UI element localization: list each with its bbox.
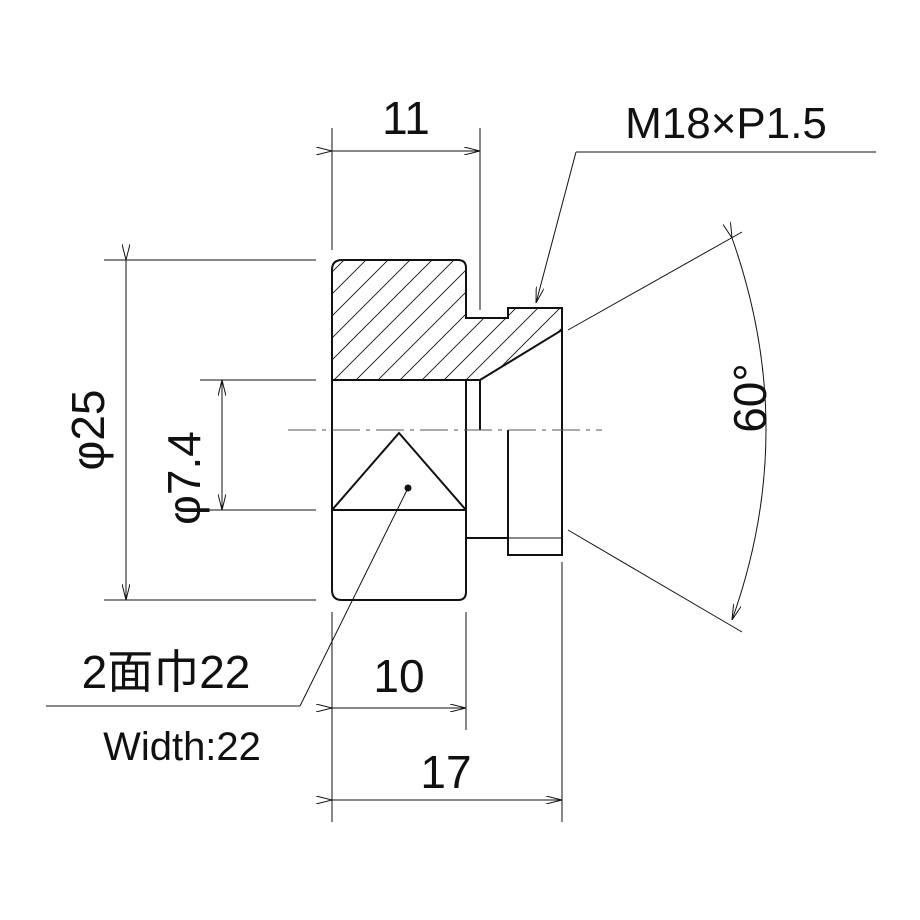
dimension-angle: 60° xyxy=(567,232,776,633)
hatch-line xyxy=(332,260,537,380)
dim-text-17: 17 xyxy=(420,746,471,798)
dimension-bore-diameter: φ7.4 xyxy=(158,379,316,525)
hatch-line xyxy=(515,260,562,380)
cone-point xyxy=(331,431,467,511)
hatch-line xyxy=(332,260,361,380)
hatch-line xyxy=(332,260,493,380)
dimension-overall-length: 17 xyxy=(332,562,563,822)
dim-text-phi7-4: φ7.4 xyxy=(158,431,210,525)
thread-outline xyxy=(507,330,563,556)
hatch-line xyxy=(339,260,562,380)
dimension-hex-width: 10 xyxy=(332,612,467,730)
dim-text-60deg: 60° xyxy=(724,363,776,433)
across-flats-en-text: Width:22 xyxy=(103,725,261,769)
hatch-line xyxy=(471,260,562,380)
hatch-line xyxy=(493,260,562,380)
hatch-line xyxy=(361,260,562,380)
dim-text-phi25: φ25 xyxy=(62,390,114,471)
dim-text-10: 10 xyxy=(373,650,424,702)
hatch-line xyxy=(383,260,562,380)
hatch-line xyxy=(332,260,405,380)
hex-body-outline xyxy=(331,380,467,601)
hatch-line xyxy=(332,260,383,380)
hatch-line xyxy=(405,260,562,380)
section-outline xyxy=(331,259,563,381)
hatch-line xyxy=(332,260,449,380)
hatch-line xyxy=(332,260,559,380)
hatch-line xyxy=(332,260,515,380)
dimension-top-width: 11 xyxy=(332,92,481,310)
part-outline xyxy=(331,259,563,601)
thread-callout: M18×P1.5 xyxy=(536,99,876,303)
thread-spec-text: M18×P1.5 xyxy=(625,99,827,148)
dimension-outer-diameter: φ25 xyxy=(62,260,316,601)
dim-text-11: 11 xyxy=(382,92,430,144)
hatch-line xyxy=(332,260,471,380)
across-flats-callout: 2面巾22 Width:22 xyxy=(46,487,409,769)
across-flats-jp-text: 2面巾22 xyxy=(82,646,251,698)
section-hatching xyxy=(332,260,562,380)
hatch-line xyxy=(427,260,562,380)
hatch-line xyxy=(449,260,562,380)
